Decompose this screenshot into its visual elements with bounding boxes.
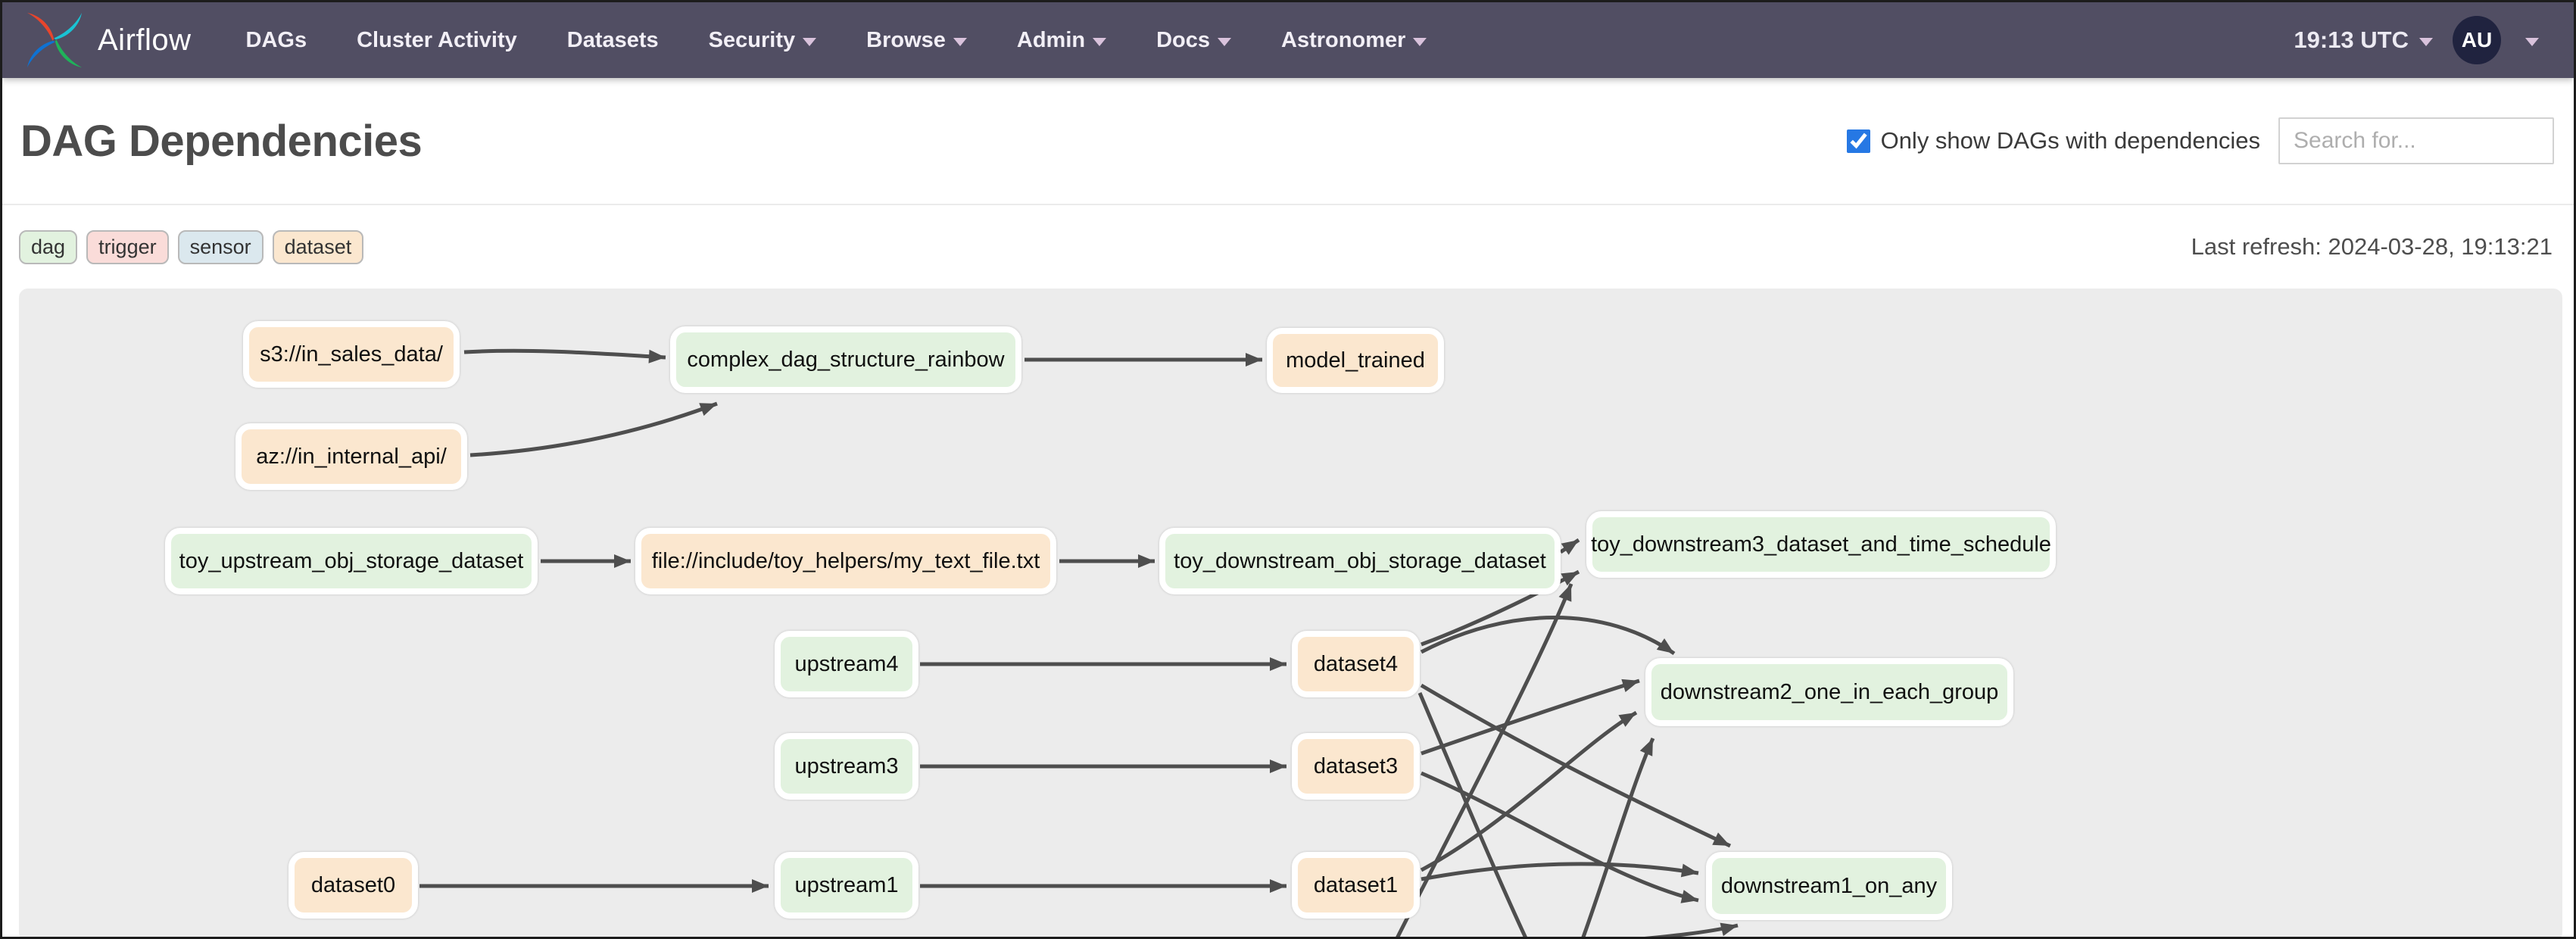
nav-item-security[interactable]: Security — [708, 27, 817, 53]
graph-node-downstream2-one-in-each-group[interactable]: downstream2_one_in_each_group — [1645, 658, 2013, 726]
graph-node-downstream1-on-any[interactable]: downstream1_on_any — [1706, 852, 1952, 920]
page-title: DAG Dependencies — [20, 116, 423, 166]
graph-node-toy-downstream3-dataset-and-time-schedule[interactable]: toy_downstream3_dataset_and_time_schedul… — [1586, 511, 2056, 578]
chevron-down-icon — [2525, 37, 2539, 46]
nav-item-browse[interactable]: Browse — [866, 28, 967, 53]
user-menu-dropdown[interactable] — [2521, 30, 2543, 51]
chevron-down-icon — [953, 37, 967, 46]
header-controls: Only show DAGs with dependencies — [1846, 117, 2554, 164]
nav-item-admin[interactable]: Admin — [1016, 27, 1107, 53]
nav-item-label: Datasets — [566, 27, 659, 52]
chevron-down-icon — [1413, 37, 1427, 46]
search-input[interactable] — [2278, 117, 2554, 164]
page-header: DAG Dependencies Only show DAGs with dep… — [2, 78, 2574, 205]
chevron-down-icon — [1218, 37, 1232, 46]
nav-item-docs[interactable]: Docs — [1156, 27, 1232, 53]
legend-chip-sensor: sensor — [177, 229, 264, 264]
avatar[interactable]: AU — [2453, 16, 2501, 64]
graph-node-model-trained[interactable]: model_trained — [1267, 328, 1444, 393]
nav-item-label: Admin — [1016, 27, 1086, 52]
nav-menu: DAGs Cluster Activity Datasets Security Brow… — [246, 28, 1427, 53]
graph-node-az-in-internal-api[interactable]: az://in_internal_api/ — [235, 423, 467, 490]
clock-label: 19:13 UTC — [2294, 27, 2409, 53]
graph-node-dataset4[interactable]: dataset4 — [1292, 631, 1420, 697]
graph-node-dataset3[interactable]: dataset3 — [1292, 733, 1420, 800]
nav-item-datasets[interactable]: Datasets — [567, 28, 659, 53]
nav-item-label: DAGs — [245, 27, 307, 52]
graph-node-dataset0[interactable]: dataset0 — [288, 852, 418, 919]
airflow-brand[interactable]: Airflow — [23, 9, 192, 71]
top-navbar: Airflow DAGs Cluster Activity Datasets Secu… — [2, 2, 2574, 78]
nav-item-label: Docs — [1156, 27, 1211, 52]
legend-chip-dag: dag — [19, 229, 78, 264]
nav-item-astronomer[interactable]: Astronomer — [1281, 28, 1427, 53]
graph-node-upstream1[interactable]: upstream1 — [775, 852, 918, 919]
clock-dropdown[interactable]: 19:13 UTC — [2294, 27, 2433, 54]
chevron-down-icon — [2419, 37, 2433, 46]
nav-item-label: Astronomer — [1281, 27, 1406, 52]
nav-right: 19:13 UTC AU — [2294, 16, 2543, 64]
only-show-dags-with-dependencies-checkbox[interactable] — [1846, 129, 1870, 153]
last-refresh-text: Last refresh: 2024-03-28, 19:13:21 — [2191, 233, 2553, 260]
graph-node-toy-downstream-obj-storage-dataset[interactable]: toy_downstream_obj_storage_dataset — [1159, 528, 1561, 594]
dependency-graph-panel — [19, 289, 2562, 937]
graph-node-upstream3[interactable]: upstream3 — [775, 733, 918, 800]
legend-chip-trigger: trigger — [86, 229, 169, 264]
graph-node-complex-dag-structure-rainbow[interactable]: complex_dag_structure_rainbow — [670, 326, 1021, 393]
airflow-pinwheel-icon — [27, 12, 83, 68]
nav-item-label: Security — [708, 27, 796, 52]
nav-item-dags[interactable]: DAGs — [246, 28, 307, 53]
nav-item-label: Cluster Activity — [357, 27, 517, 52]
graph-node-s3-in-sales-data[interactable]: s3://in_sales_data/ — [243, 321, 460, 388]
graph-node-dataset1[interactable]: dataset1 — [1292, 852, 1420, 919]
nav-item-cluster-activity[interactable]: Cluster Activity — [357, 28, 517, 53]
chevron-down-icon — [803, 37, 817, 46]
graph-node-toy-upstream-obj-storage-dataset[interactable]: toy_upstream_obj_storage_dataset — [165, 528, 538, 594]
graph-node-upstream4[interactable]: upstream4 — [775, 631, 918, 697]
brand-name: Airflow — [98, 23, 192, 57]
chevron-down-icon — [1093, 37, 1107, 46]
legend-chip-dataset: dataset — [272, 229, 364, 264]
filter-checkbox-label: Only show DAGs with dependencies — [1880, 127, 2260, 154]
nav-item-label: Browse — [866, 27, 946, 52]
graph-node-file-include-toy-helpers-my-text-file[interactable]: file://include/toy_helpers/my_text_file.… — [635, 528, 1056, 594]
